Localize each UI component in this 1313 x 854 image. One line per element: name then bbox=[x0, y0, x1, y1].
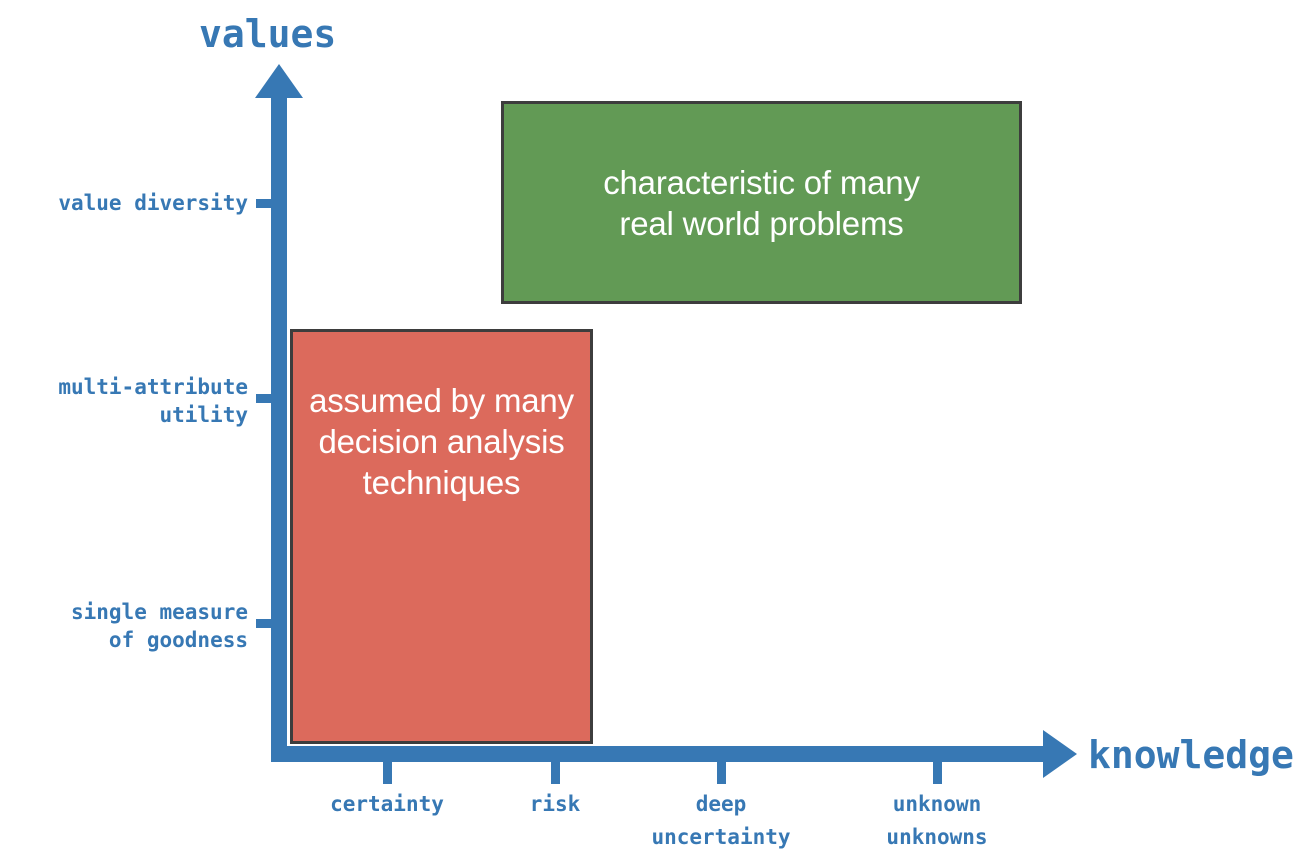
y-axis-arrow-icon bbox=[255, 64, 303, 98]
region-real-world-problems-label: characteristic of many real world proble… bbox=[603, 163, 920, 242]
x-tick-label-deep-uncertainty: deep uncertainty bbox=[651, 792, 791, 849]
region-decision-analysis-techniques: assumed by many decision analysis techni… bbox=[290, 329, 593, 744]
x-axis-line bbox=[271, 746, 1061, 762]
y-tick-label-multi-attribute-utility: multi-attribute utility bbox=[58, 375, 248, 427]
x-tick-mark-risk bbox=[551, 760, 560, 784]
y-tick-mark-value-diversity bbox=[256, 199, 278, 208]
y-axis-title: values bbox=[199, 12, 337, 56]
x-tick-mark-deep-uncertainty bbox=[717, 760, 726, 784]
x-tick-mark-certainty bbox=[383, 760, 392, 784]
x-tick-label-unknown-unknowns: unknown unknowns bbox=[886, 792, 988, 849]
y-tick-label-value-diversity: value diversity bbox=[58, 191, 248, 215]
region-decision-analysis-techniques-label: assumed by many decision analysis techni… bbox=[309, 382, 574, 501]
y-tick-label-single-measure-of-goodness: single measure of goodness bbox=[70, 600, 248, 652]
x-tick-label-risk: risk bbox=[529, 792, 581, 816]
x-tick-label-certainty: certainty bbox=[330, 792, 444, 816]
y-tick-mark-single-measure-of-goodness bbox=[256, 619, 278, 628]
y-axis-line bbox=[271, 92, 287, 762]
x-axis-arrow-icon bbox=[1043, 730, 1077, 778]
x-axis-title: knowledge bbox=[1088, 733, 1294, 777]
x-tick-mark-unknown-unknowns bbox=[933, 760, 942, 784]
y-tick-mark-multi-attribute-utility bbox=[256, 394, 278, 403]
region-real-world-problems: characteristic of many real world proble… bbox=[501, 101, 1022, 304]
